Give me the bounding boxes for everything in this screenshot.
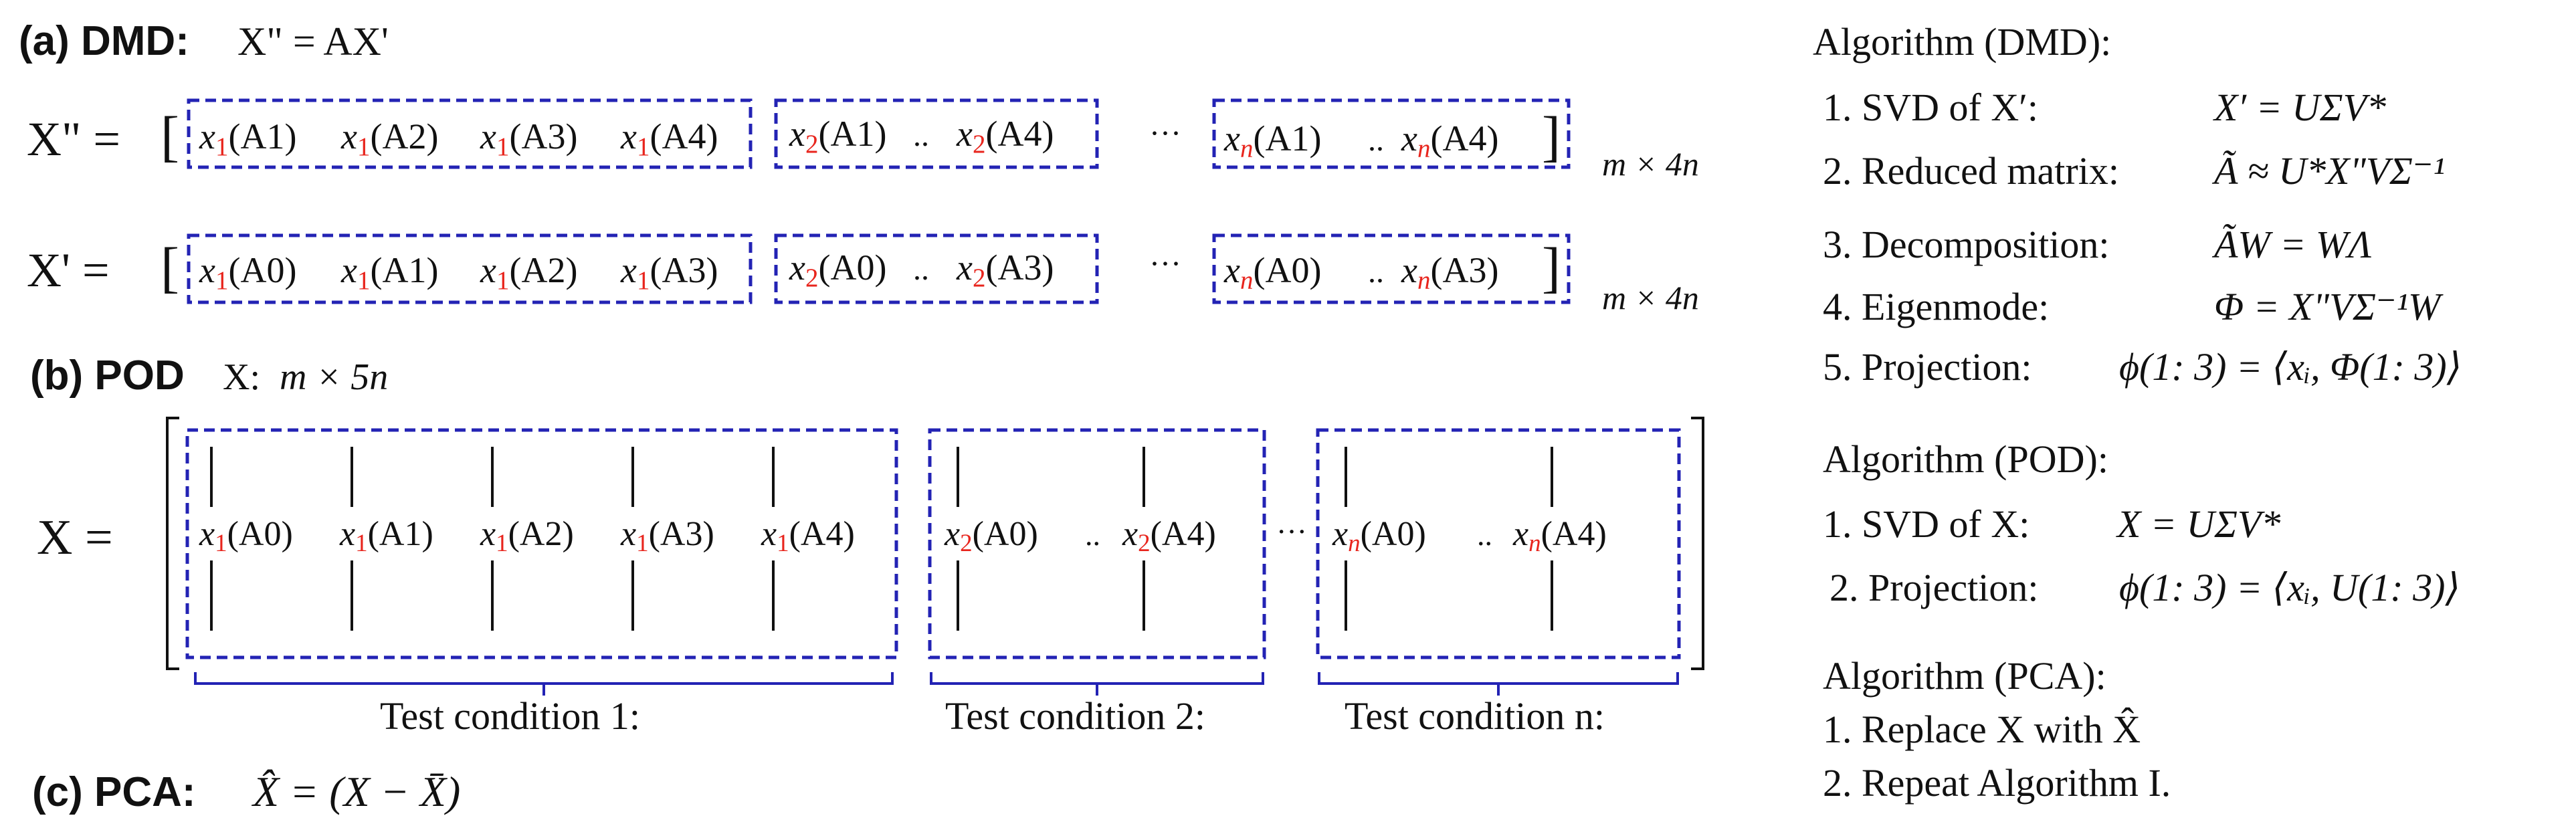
row2-dim: m × 4n	[1602, 279, 1699, 316]
row1-group2-box	[774, 98, 1099, 169]
test-condition-1-label: Test condition 1:	[380, 694, 640, 738]
row1-term: x2(A4)	[956, 114, 1054, 159]
pod-column-term: x2(A0)	[944, 515, 1038, 557]
row1-open-bracket: [	[161, 106, 179, 168]
test-condition-n-brace	[1318, 672, 1679, 696]
pod-algorithm-title: Algorithm (POD):	[1823, 437, 2108, 481]
row2-term: xn(A3)	[1401, 250, 1498, 295]
pod-g2-dots: ..	[1085, 518, 1100, 552]
dmd-step-2-formula: Ã ≈ U*X"VΣ⁻¹	[2211, 149, 2445, 193]
section-b-dim-prefix: X:	[223, 356, 260, 398]
dmd-step-1-formula: X′ = UΣV*	[2213, 86, 2386, 129]
row2-close-bracket: ]	[1542, 237, 1561, 299]
row1-term: x1(A3)	[480, 116, 577, 161]
dmd-step-2-label: 2. Reduced matrix:	[1823, 149, 2119, 193]
row1-term: x1(A1)	[199, 116, 296, 161]
dmd-step-4-formula: Φ = X"VΣ⁻¹W	[2214, 285, 2444, 328]
section-b-dim: m × 5n	[280, 356, 388, 398]
row2-group1-box	[187, 233, 753, 304]
row2-group2-box	[774, 233, 1099, 304]
pod-column-term: xn(A4)	[1512, 515, 1607, 557]
row2-open-bracket: [	[161, 237, 179, 299]
pod-group2-box	[928, 428, 1266, 659]
row1-g3-dots: ..	[1368, 122, 1384, 158]
row1-terms: x1(A1) x1(A2) x1(A3) x1(A4) x2(A1) x2(A4) xn(A…	[199, 114, 1498, 163]
pca-step-1-label: 1. Replace X with X̂	[1823, 708, 2141, 751]
pod-columns: x1(A0) x1(A1) x1(A2) x1(A3) x1(A4) x2(A0) x2(A…	[199, 447, 1607, 631]
pod-group3-box	[1316, 428, 1681, 659]
row1-term: xn(A1)	[1223, 118, 1321, 163]
dmd-step-3-label: 3. Decomposition:	[1823, 223, 2110, 266]
pod-column-term: x1(A3)	[620, 515, 714, 557]
pod-ellipsis: ···	[1276, 514, 1307, 548]
pod-column-term: xn(A0)	[1332, 515, 1426, 557]
row1-close-bracket: ]	[1542, 106, 1561, 168]
row2-g3-dots: ..	[1368, 254, 1384, 290]
row2-term: x1(A1)	[340, 250, 438, 295]
pod-group1-box	[185, 428, 898, 659]
dmd-step-5-formula: ϕ(1: 3) = ⟨xᵢ, Φ(1: 3)⟩	[2119, 345, 2462, 389]
row1-term: x1(A4)	[620, 116, 718, 161]
row1-ellipsis: ···	[1149, 116, 1181, 151]
pod-open-bracket	[166, 417, 179, 670]
section-a-label: (a) DMD:	[19, 18, 189, 64]
pod-step-2-label: 2. Projection:	[1829, 566, 2039, 609]
pod-g3-dots: ..	[1477, 518, 1492, 552]
row1-term: x1(A2)	[340, 116, 438, 161]
pod-step-1-label: 1. SVD of X:	[1823, 502, 2029, 546]
section-c-equation: X̂ = (X − X̄)	[251, 768, 460, 815]
dmd-step-4-label: 4. Eigenmode:	[1823, 285, 2049, 328]
dmd-step-1-label: 1. SVD of X′:	[1823, 86, 2038, 129]
row2-term: x2(A0)	[789, 247, 886, 292]
pod-lhs: X =	[37, 510, 113, 565]
section-c-label: (c) PCA:	[32, 769, 196, 815]
section-a-equation: X" = AX'	[237, 19, 389, 64]
pod-column-term: x2(A4)	[1122, 515, 1216, 557]
pod-column-term: x1(A0)	[199, 515, 293, 557]
pod-column-term: x1(A4)	[761, 515, 855, 557]
row2-term: x2(A3)	[956, 247, 1054, 292]
row2-group3-box	[1212, 233, 1571, 304]
row2-terms: x1(A0) x1(A1) x1(A2) x1(A3) x2(A0) x2(A3) xn(A…	[199, 247, 1498, 295]
pca-step-2-label: 2. Repeat Algorithm I.	[1823, 761, 2171, 805]
pod-step-2-formula: ϕ(1: 3) = ⟨xᵢ, U(1: 3)⟩	[2119, 566, 2460, 609]
pod-column-term: x1(A1)	[339, 515, 433, 557]
dmd-step-5-label: 5. Projection:	[1823, 345, 2032, 389]
row2-term: x1(A2)	[480, 250, 577, 295]
dmd-algorithm-title: Algorithm (DMD):	[1813, 20, 2111, 64]
test-condition-1-brace	[194, 672, 894, 696]
pod-column-term: x1(A2)	[480, 515, 574, 557]
test-condition-2-label: Test condition 2:	[945, 694, 1205, 738]
row2-term: x1(A3)	[620, 250, 718, 295]
row1-dim: m × 4n	[1602, 145, 1699, 183]
test-condition-2-brace	[930, 672, 1264, 696]
pod-step-1-formula: X = UΣV*	[2116, 502, 2280, 546]
row2-ellipsis: ···	[1149, 246, 1181, 282]
test-condition-n-label: Test condition n:	[1345, 694, 1605, 738]
row2-g2-dots: ..	[913, 251, 929, 287]
row1-lhs: X" =	[27, 112, 120, 166]
row1-g2-dots: ..	[913, 118, 929, 153]
row1-term: x2(A1)	[789, 114, 886, 159]
row2-term: x1(A0)	[199, 250, 296, 295]
pca-algorithm-title: Algorithm (PCA):	[1823, 654, 2106, 698]
dmd-step-3-formula: ÃW = WΛ	[2211, 223, 2371, 266]
row1-group3-box	[1212, 98, 1571, 169]
section-b-label: (b) POD	[30, 352, 185, 399]
pod-close-bracket	[1691, 417, 1704, 670]
row2-term: xn(A0)	[1223, 250, 1321, 295]
row2-lhs: X' =	[27, 243, 110, 297]
row1-term: xn(A4)	[1401, 118, 1498, 163]
row1-group1-box	[187, 98, 753, 169]
